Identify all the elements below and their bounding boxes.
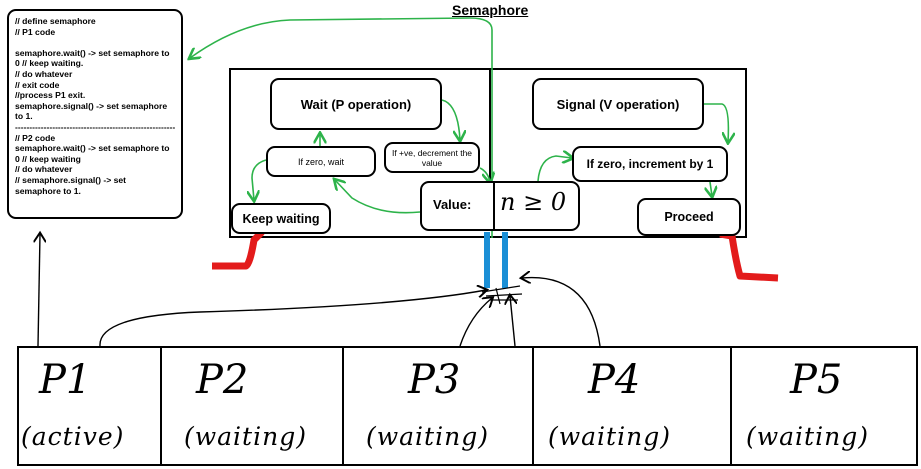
arrow-p2-to-semaphore	[99, 290, 486, 347]
code-line: // do whatever	[15, 68, 73, 79]
code-line: to 1.	[15, 111, 33, 122]
code-panel: // define semaphore // P1 code semaphore…	[7, 9, 183, 219]
code-line: 0 // keep waiting.	[15, 58, 84, 69]
process-state: (waiting)	[548, 422, 671, 451]
value-node: Value: n ≥ 0	[420, 181, 580, 231]
arrow-increment-to-proceed	[710, 181, 712, 196]
code-line: semaphore to 1.	[15, 185, 81, 196]
process-row: P1 (active) P2 (waiting) P3 (waiting) P4…	[17, 346, 918, 466]
process-state: (active)	[21, 422, 125, 451]
if-positive-decrement-node: If +ve, decrement the value	[384, 142, 480, 173]
code-line: //process P1 exit.	[15, 90, 86, 101]
process-state: (waiting)	[184, 422, 307, 451]
arrow-ifzero-wait-to-keep	[252, 159, 267, 200]
scribble-knot	[481, 285, 523, 305]
arrow-signal-to-increment	[704, 103, 728, 142]
process-state: (waiting)	[746, 422, 869, 451]
proceed-node: Proceed	[637, 198, 741, 236]
arrow-value-to-increment	[537, 156, 572, 182]
process-cell-p2: P2 (waiting)	[160, 348, 344, 464]
value-expression: n ≥ 0	[500, 188, 567, 216]
process-name: P4	[588, 357, 641, 403]
code-line: semaphore.wait() -> set semaphore to	[15, 47, 170, 58]
code-line: // do whatever	[15, 164, 73, 175]
code-line: 0 // keep waiting	[15, 153, 81, 164]
arrow-p3-to-semaphore	[459, 298, 492, 347]
arrow-wait-to-decrement	[441, 99, 460, 140]
code-line: // semaphore.signal() -> set	[15, 174, 127, 185]
arrow-p4-to-semaphore	[510, 296, 515, 347]
process-state: (waiting)	[366, 422, 489, 451]
code-separator: ----------------------------------------…	[15, 121, 175, 132]
code-line: // P1 code	[15, 26, 56, 37]
if-zero-increment-node: If zero, increment by 1	[572, 146, 728, 182]
arrow-to-code-panel	[190, 17, 493, 238]
blue-bar-left	[484, 232, 490, 288]
arrow-decrement-to-value	[479, 167, 490, 182]
process-cell-p1: P1 (active)	[19, 348, 160, 464]
code-line: semaphore.wait() -> set semaphore to	[15, 143, 170, 154]
blue-bar-right	[502, 232, 508, 288]
process-name: P5	[790, 357, 843, 403]
process-name: P3	[408, 357, 461, 403]
code-line: // define semaphore	[15, 16, 96, 26]
value-separator	[493, 183, 495, 229]
process-name: P2	[196, 357, 249, 403]
code-line: // P2 code	[15, 132, 56, 143]
keep-waiting-node: Keep waiting	[231, 203, 331, 234]
wait-p-operation-node: Wait (P operation)	[270, 78, 442, 130]
if-zero-wait-node: If zero, wait	[266, 146, 376, 177]
arrow-p5-to-semaphore	[522, 278, 601, 347]
code-line: // exit code	[15, 79, 60, 90]
signal-v-operation-node: Signal (V operation)	[532, 78, 704, 130]
code-line: semaphore.signal() -> set semaphore	[15, 100, 168, 111]
arrow-value-to-ifzero-wait	[335, 180, 421, 214]
red-mark-left	[212, 229, 265, 270]
frame-divider	[489, 68, 491, 180]
red-mark-right	[719, 230, 779, 282]
value-label: Value:	[433, 197, 472, 212]
diagram-title: Semaphore	[452, 2, 529, 18]
process-name: P1	[39, 357, 92, 403]
process-cell-p3: P3 (waiting)	[344, 348, 534, 464]
arrow-to-code-from-p1	[38, 234, 40, 347]
process-cell-p5: P5 (waiting)	[732, 348, 916, 464]
process-cell-p4: P4 (waiting)	[534, 348, 732, 464]
